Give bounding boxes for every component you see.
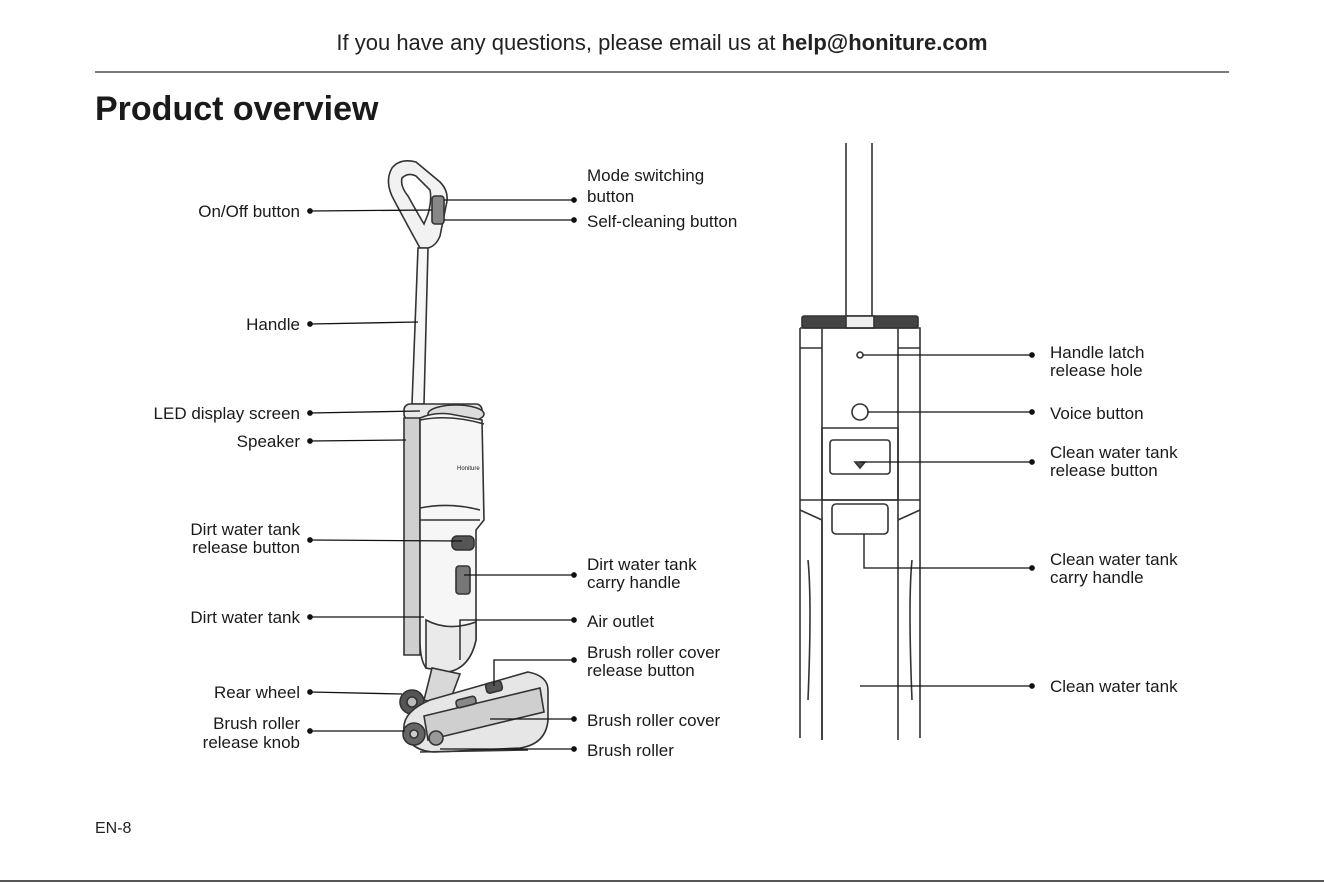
label-cw-release-line2: release button [1050, 461, 1158, 480]
label-brush-roller-cover: Brush roller cover [587, 711, 721, 730]
label-led-display: LED display screen [154, 404, 300, 423]
label-air-outlet: Air outlet [587, 612, 654, 631]
label-speaker: Speaker [237, 432, 301, 451]
middle-leader-lines [440, 197, 577, 752]
label-self-cleaning: Self-cleaning button [587, 212, 737, 231]
label-mode-switching-line1: Mode switching [587, 166, 704, 185]
label-dirt-carry-line2: carry handle [587, 573, 681, 592]
vacuum-full-illustration [387, 160, 549, 753]
label-cw-release-line1: Clean water tank [1050, 443, 1178, 462]
bottom-divider [0, 880, 1324, 882]
label-latch-line2: release hole [1050, 361, 1143, 380]
label-clean-water-tank: Clean water tank [1050, 677, 1178, 696]
label-dirt-carry-line1: Dirt water tank [587, 555, 697, 574]
product-brand-mark: Honiture [457, 466, 480, 472]
label-dirt-water-tank: Dirt water tank [190, 608, 300, 627]
label-cw-carry-line1: Clean water tank [1050, 550, 1178, 569]
right-leader-lines [860, 352, 1035, 689]
label-mode-switching-line2: button [587, 187, 634, 206]
page-number: EN-8 [95, 820, 132, 837]
label-cw-carry-line2: carry handle [1050, 568, 1144, 587]
label-latch-line1: Handle latch [1050, 343, 1145, 362]
label-cover-release-line2: release button [587, 661, 695, 680]
label-knob-line2: release knob [203, 733, 300, 752]
label-rear-wheel: Rear wheel [214, 683, 300, 702]
left-leader-lines [307, 208, 463, 734]
page-title: Product overview [95, 90, 379, 128]
support-email-link[interactable]: help@honiture.com [781, 30, 988, 55]
vacuum-closeup-illustration [799, 143, 921, 740]
label-cover-release-line1: Brush roller cover [587, 643, 721, 662]
middle-labels: Mode switching button Self-cleaning butt… [587, 166, 737, 760]
label-knob-line1: Brush roller [213, 714, 300, 733]
label-brush-roller: Brush roller [587, 741, 674, 760]
label-handle: Handle [246, 315, 300, 334]
label-dirt-release-line2: release button [192, 538, 300, 557]
left-labels: On/Off button Handle LED display screen … [154, 202, 301, 752]
header-divider [95, 71, 1229, 73]
label-on-off-button: On/Off button [198, 202, 300, 221]
label-dirt-release-line1: Dirt water tank [190, 520, 300, 539]
support-notice-text: If you have any questions, please email … [336, 30, 782, 55]
right-labels: Handle latch release hole Voice button C… [1050, 343, 1178, 696]
label-voice-button: Voice button [1050, 404, 1144, 423]
support-notice: If you have any questions, please email … [0, 30, 1324, 56]
